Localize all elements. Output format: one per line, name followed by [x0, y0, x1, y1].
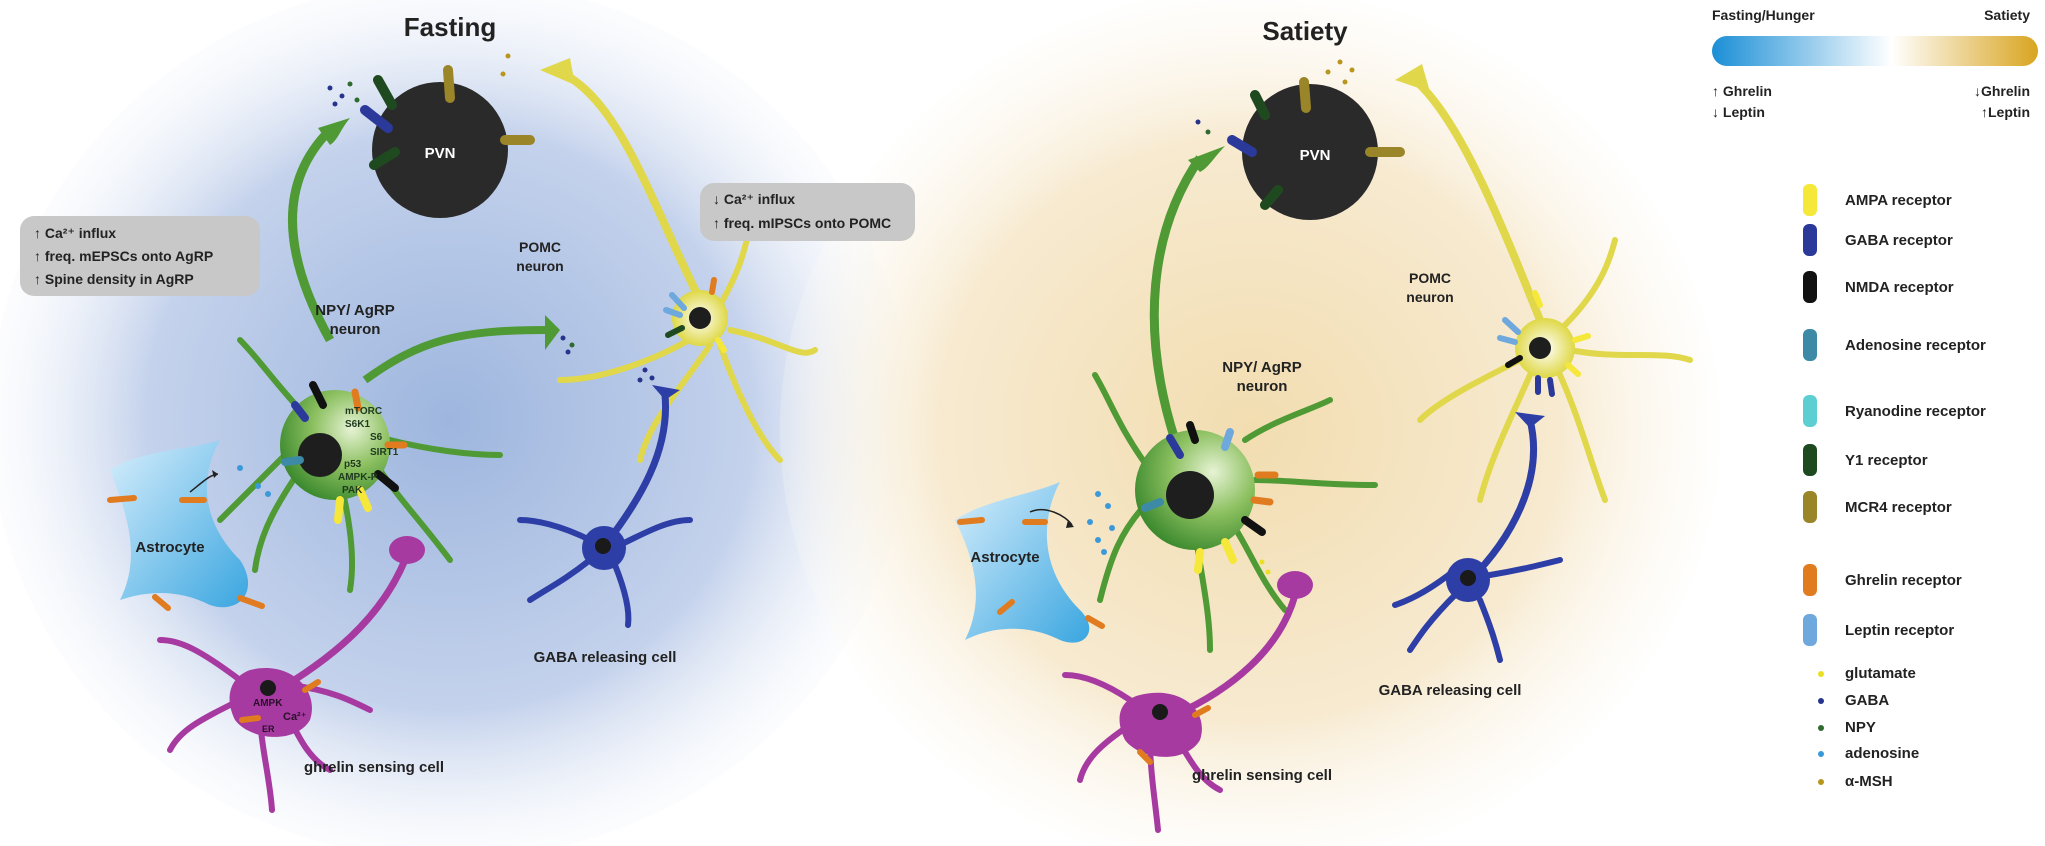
legend-swatch-gaba-receptor — [1803, 224, 1817, 256]
ghrelin-cell-ampk: AMPK — [253, 698, 283, 709]
legend-swatch-nmda-receptor — [1803, 271, 1817, 303]
legend-dot-3 — [1818, 725, 1824, 731]
fasting-panel: Fasting PVN — [20, 12, 915, 813]
legend-molecule-label-2: GABA — [1845, 692, 1889, 709]
satiety-pomc-neuron — [1395, 64, 1693, 503]
scale-gradient-bar — [1712, 36, 2038, 66]
legend-swatch-ghrelin-receptor — [1803, 564, 1817, 596]
scale-right-line2: ↑Leptin — [1981, 104, 2030, 120]
legend-label-ghrelin-receptor: Ghrelin receptor — [1845, 572, 1962, 589]
fasting-box-right-line2: ↑ freq. mIPSCs onto POMC — [713, 215, 891, 231]
satiety-pvn: PVN — [1195, 59, 1405, 220]
scale-right-line1: ↓Ghrelin — [1974, 83, 2030, 99]
legend-label-ryanodine-receptor: Ryanodine receptor — [1845, 403, 1986, 420]
legend-dot-4 — [1818, 751, 1824, 757]
scale-left-line1: ↑ Ghrelin — [1712, 83, 1772, 99]
satiety-gaba-cell-label: GABA releasing cell — [1379, 682, 1522, 699]
satiety-panel: Satiety PVN — [955, 16, 1693, 833]
legend-dot-5 — [1818, 779, 1824, 785]
legend-label-y1-receptor: Y1 receptor — [1845, 452, 1928, 469]
fasting-title: Fasting — [404, 12, 496, 42]
pathway-s6: S6 — [370, 432, 383, 443]
legend-swatch-adenosine-receptor — [1803, 329, 1817, 361]
legend-molecule-label-1: glutamate — [1845, 665, 1916, 682]
fasting-info-box-left: ↑ Ca²⁺ influx ↑ freq. mEPSCs onto AgRP ↑… — [20, 216, 260, 296]
satiety-gaba-cell: GABA releasing cell — [1379, 412, 1563, 699]
legend-label-leptin-receptor: Leptin receptor — [1845, 622, 1954, 639]
fasting-pomc-label-line1: POMC — [519, 239, 561, 255]
legend-swatch-ryanodine-receptor — [1803, 395, 1817, 427]
pathway-ampk-p: AMPK-P — [338, 472, 378, 483]
legend-dot-1 — [1818, 671, 1824, 677]
fasting-info-box-right: ↓ Ca²⁺ influx ↑ freq. mIPSCs onto POMC — [700, 183, 915, 241]
legend-swatch-y1-receptor — [1803, 444, 1817, 476]
fasting-pvn-dots — [327, 53, 511, 107]
legend-swatch-mcr4-receptor — [1803, 491, 1817, 523]
scale-right-label: Satiety — [1984, 7, 2030, 23]
legend-swatch-ampa-receptor — [1803, 184, 1817, 216]
satiety-background — [780, 0, 1720, 846]
ghrelin-cell-ca: Ca²⁺ — [283, 711, 307, 723]
legend-swatch-leptin-receptor — [1803, 614, 1817, 646]
fasting-npy-label-line2: neuron — [330, 321, 381, 338]
scale-left-label: Fasting/Hunger — [1712, 7, 1815, 23]
fasting-box-left-line2: ↑ freq. mEPSCs onto AgRP — [34, 248, 213, 264]
satiety-ghrelin-cell: ghrelin sensing cell — [1062, 571, 1332, 833]
pathway-p53: p53 — [344, 459, 362, 470]
fasting-pvn: PVN — [327, 53, 535, 218]
satiety-pomc-label-line2: neuron — [1406, 289, 1453, 305]
fasting-box-right-line1: ↓ Ca²⁺ influx — [713, 191, 795, 207]
satiety-ghrelin-cell-label: ghrelin sensing cell — [1192, 767, 1332, 784]
fasting-astrocyte: Astrocyte — [107, 440, 271, 611]
fasting-background — [0, 0, 910, 846]
satiety-npy-agrp-neuron — [1092, 146, 1378, 653]
satiety-pomc-label-line1: POMC — [1409, 270, 1451, 286]
legend-molecule-label-3: NPY — [1845, 719, 1876, 736]
pathway-mtorc: mTORC — [345, 406, 382, 417]
legend-label-nmda-receptor: NMDA receptor — [1845, 279, 1954, 296]
ghrelin-cell-er: ER — [262, 724, 275, 734]
pathway-sirt1: SIRT1 — [370, 447, 399, 458]
scale-left-line2: ↓ Leptin — [1712, 104, 1765, 120]
fasting-ghrelin-cell: AMPK Ca²⁺ ER ghrelin sensing cell — [157, 536, 444, 813]
satiety-astrocyte-label: Astrocyte — [970, 549, 1039, 566]
fasting-ghrelin-cell-label: ghrelin sensing cell — [304, 759, 444, 776]
legend-molecule-label-4: adenosine — [1845, 745, 1919, 762]
satiety-npy-label-line1: NPY/ AgRP — [1222, 359, 1301, 376]
legend-label-ampa-receptor: AMPA receptor — [1845, 192, 1952, 209]
fasting-astrocyte-label: Astrocyte — [135, 539, 204, 556]
legend-label-gaba-receptor: GABA receptor — [1845, 232, 1953, 249]
pathway-s6k1: S6K1 — [345, 419, 370, 430]
legend-molecule-label-5: α-MSH — [1845, 773, 1893, 790]
satiety-pvn-label: PVN — [1300, 147, 1331, 164]
fasting-npy-dots — [560, 335, 575, 355]
fasting-satiety-scale: Fasting/Hunger Satiety ↑ Ghrelin ↓ Lepti… — [1712, 7, 2038, 120]
fasting-npy-label-line1: NPY/ AgRP — [315, 302, 394, 319]
legend-dot-2 — [1818, 698, 1824, 704]
fasting-pomc-label-line2: neuron — [516, 258, 563, 274]
fasting-box-left-line3: ↑ Spine density in AgRP — [34, 271, 194, 287]
satiety-npy-label-line2: neuron — [1237, 378, 1288, 395]
legend-label-mcr4-receptor: MCR4 receptor — [1845, 499, 1952, 516]
satiety-title: Satiety — [1262, 16, 1348, 46]
fasting-npy-agrp-neuron: mTORC S6K1 S6 SIRT1 p53 AMPK-P PAK — [217, 118, 575, 593]
fasting-pomc-dots — [637, 367, 655, 383]
fasting-box-left-line1: ↑ Ca²⁺ influx — [34, 225, 116, 241]
legend-label-adenosine-receptor: Adenosine receptor — [1845, 337, 1986, 354]
pathway-pak: PAK — [342, 485, 363, 496]
fasting-gaba-cell: GABA releasing cell — [517, 385, 693, 666]
fasting-pomc-neuron — [540, 58, 818, 463]
fasting-gaba-cell-label: GABA releasing cell — [534, 649, 677, 666]
fasting-pvn-label: PVN — [425, 145, 456, 162]
satiety-astrocyte: Astrocyte — [955, 482, 1115, 643]
